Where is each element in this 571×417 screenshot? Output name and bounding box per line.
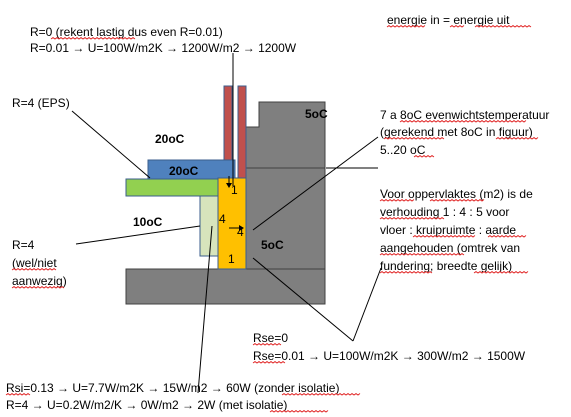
temp-indoor: 20oC [155,132,185,146]
wavy-underline [412,234,476,238]
ratio-top: 1 [231,183,238,197]
ratio-note-line5: fundering; breedte gelijk) [380,259,512,273]
rse-line1: Rse=0 [253,331,288,345]
equilibrium-line1: 7 a 8oC evenwichtstemperatuur [380,108,549,122]
wavy-underline [252,360,286,364]
wavy-underline [11,285,65,289]
orange-zone [217,177,247,270]
wavy-underline [252,342,282,346]
ratio-right: 4 [237,225,244,239]
eps-insulation [125,178,222,197]
arrow-down-head [226,183,232,188]
wavy-underline [379,198,415,202]
wavy-underline [379,252,465,256]
wavy-underline [50,36,136,40]
pointer-eps [71,110,151,179]
wavy-underline [399,119,527,123]
energy-balance-note: energie in = energie uit [387,13,510,27]
wavy-underline [386,24,426,28]
wavy-underline [473,270,529,274]
wavy-underline [449,24,465,28]
equilibrium-line3: 5..20 oC [380,143,426,157]
rsi-line2: R=4 → U=0.2W/m2/K → 0W/m2 → 2W (met isol… [6,398,287,412]
wavy-underline [383,136,445,140]
pointer-rsi [197,225,213,394]
ratio-note-line1: Voor oppervlaktes (m2) is de [380,187,533,201]
wavy-underline [495,136,539,140]
temp-floor: 20oC [169,164,199,178]
foundation-footing [125,268,326,305]
r4-note-line1: R=4 [12,238,35,252]
wavy-underline [379,216,445,220]
outer-foundation-wall [244,167,326,271]
arrow-right-head [239,225,244,231]
wavy-underline [429,198,485,202]
ratio-note-line4: aangehouden (omtrek van [380,241,520,255]
wavy-underline [379,270,433,274]
wavy-underline [5,392,31,396]
eps-label: R=4 (EPS) [12,96,70,110]
pointer-rse-b [352,267,382,342]
wavy-underline [269,409,329,413]
spellcheck-underlines [5,24,539,413]
ratio-left: 4 [219,212,226,226]
temp-outdoor: 5oC [305,107,328,121]
crawl-insulation [199,195,219,257]
equilibrium-line2: (gerekend met 8oC in figuur) [380,125,533,139]
wavy-underline [11,267,57,271]
temp-ground: 5oC [261,238,284,252]
wavy-underline [487,234,527,238]
wavy-underline [281,392,361,396]
temp-crawlspace: 10oC [133,215,163,229]
pointer-r4 [75,225,201,245]
r4-note-line2: (wel/niet [12,256,57,270]
r4-note-line3: aanwezig) [12,274,67,288]
rse-line2: Rse=0.01 → U=100W/m2K → 300W/m2 → 1500W [253,349,526,363]
pointer-rse-a [252,257,354,342]
rsi-line1: Rsi=0.13 → U=7.7W/m2K → 15W/m2 → 60W (zo… [6,381,339,395]
ratio-note-line3: vloer : kruipruimte : aarde [380,223,516,237]
ratio-note-line2: verhouding 1 : 4 : 5 voor [380,205,509,219]
outer-wall-leaf [237,85,247,179]
wavy-underline [474,24,532,28]
pointer-equilibrium [252,136,379,231]
top-note-line2: R=0.01 → U=100W/m2K → 1200W/m2 → 1200W [30,41,297,55]
top-note-line1: R=0 (rekent lastig dus even R=0.01) [30,25,223,39]
wavy-underline [413,154,435,158]
ratio-bottom: 1 [228,252,235,266]
